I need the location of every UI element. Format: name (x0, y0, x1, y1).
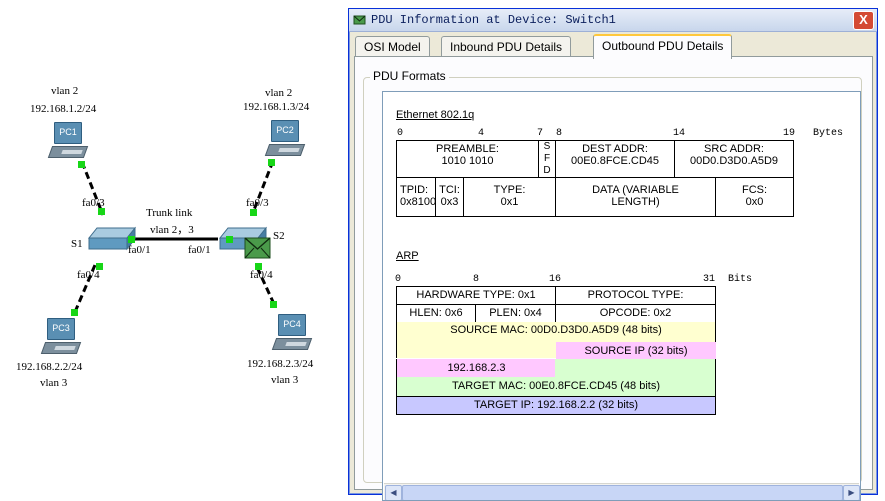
pc2-device[interactable]: PC2 (264, 120, 306, 160)
source-ip-value: 192.168.2.3 (396, 359, 556, 378)
pc2-label: PC2 (276, 125, 294, 135)
pc2-vlan: vlan 2 (265, 87, 293, 99)
protocol-type-field: PROTOCOL TYPE: (555, 286, 716, 305)
title-bar[interactable]: PDU Information at Device: Switch1 X (349, 9, 877, 32)
eth-offset-19: 19 (783, 128, 796, 139)
target-mac-text: TARGET MAC: 00E0.8FCE.CD45 (48 bits) (396, 377, 716, 396)
scroll-right-icon[interactable]: ▶ (843, 485, 860, 500)
link-light-icon (71, 309, 78, 316)
hlen-field: HLEN: 0x6 (396, 304, 476, 323)
s1-port-down: fa0/4 (77, 269, 100, 281)
tab-panel: PDU Formats Ethernet 802.1q 0 4 7 8 14 1… (354, 56, 873, 501)
pc3-vlan: vlan 3 (40, 377, 68, 389)
eth-offset-8: 8 (556, 128, 563, 139)
group-title: PDU Formats (370, 69, 449, 83)
arp-title: ARP (396, 250, 419, 262)
pc4-label: PC4 (283, 319, 301, 329)
trunk-vlans: vlan 2，3 (150, 224, 194, 236)
eth-unit: Bytes (813, 128, 844, 139)
pc1-label: PC1 (59, 127, 77, 137)
arp-offset-0: 0 (395, 274, 402, 285)
link-pc3-s1 (73, 264, 97, 313)
scroll-left-icon[interactable]: ◀ (385, 485, 402, 500)
link-light-icon (98, 208, 105, 215)
preamble-field: PREAMBLE:1010 1010 (396, 140, 539, 178)
s2-port-trunk: fa0/1 (188, 244, 211, 256)
arp-unit: Bits (728, 274, 753, 285)
pc1-ip: 192.168.1.2/24 (30, 103, 97, 115)
tab-osi-model[interactable]: OSI Model (355, 36, 430, 57)
pc3-label: PC3 (52, 323, 70, 333)
pc4-device[interactable]: PC4 (271, 314, 313, 354)
scroll-thumb[interactable] (402, 485, 843, 500)
arp-offset-8: 8 (473, 274, 480, 285)
link-light-icon (128, 236, 135, 243)
pdu-formats-content[interactable]: Ethernet 802.1q 0 4 7 8 14 19 Bytes PREA… (382, 91, 861, 501)
link-light-icon (268, 159, 275, 166)
link-light-icon (270, 301, 277, 308)
app-icon (353, 15, 366, 25)
arp-offset-31: 31 (703, 274, 716, 285)
tab-outbound-pdu-details[interactable]: Outbound PDU Details (593, 34, 733, 59)
source-ip-label: SOURCE IP (32 bits) (556, 342, 716, 360)
tci-field: TCI:0x3 (435, 177, 464, 217)
target-ip-field: TARGET IP: 192.168.2.2 (32 bits) (396, 396, 716, 415)
s2-label: S2 (273, 230, 285, 242)
src-addr-field: SRC ADDR:00D0.D3D0.A5D9 (674, 140, 794, 178)
fcs-field: FCS:0x0 (715, 177, 794, 217)
pc1-device[interactable]: PC1 (47, 122, 89, 162)
eth-offset-14: 14 (673, 128, 686, 139)
link-pc1-s1 (80, 161, 105, 216)
target-mac-field (555, 359, 716, 378)
source-mac-text: SOURCE MAC: 00D0.D3D0.A5D9 (48 bits) (450, 324, 662, 336)
topology-links (73, 160, 276, 313)
pc4-vlan: vlan 3 (271, 374, 299, 386)
link-light-icon (226, 236, 233, 243)
type-field: TYPE:0x1 (463, 177, 556, 217)
link-pc2-s2 (250, 160, 275, 216)
s2-port-up: fa0/3 (246, 197, 269, 209)
ethernet-title: Ethernet 802.1q (396, 109, 475, 121)
envelope-icon[interactable] (244, 237, 271, 259)
switch-s1-icon[interactable] (87, 225, 137, 253)
s1-port-up: fa0/3 (82, 197, 105, 209)
pc4-ip: 192.168.2.3/24 (247, 358, 314, 370)
dest-addr-field: DEST ADDR:00E0.8FCE.CD45 (555, 140, 675, 178)
trunk-label: Trunk link (146, 207, 193, 219)
tab-inbound-pdu-details[interactable]: Inbound PDU Details (441, 36, 572, 57)
eth-offset-4: 4 (478, 128, 485, 139)
eth-offset-0: 0 (397, 128, 404, 139)
horizontal-scrollbar[interactable]: ◀ ▶ (384, 483, 860, 500)
hardware-type-field: HARDWARE TYPE: 0x1 (396, 286, 556, 305)
plen-field: PLEN: 0x4 (475, 304, 556, 323)
pc3-device[interactable]: PC3 (40, 318, 82, 358)
link-light-icon (250, 209, 257, 216)
link-light-icon (255, 263, 262, 270)
tpid-field: TPID:0x8100 (396, 177, 436, 217)
pc1-vlan: vlan 2 (51, 85, 79, 97)
link-light-icon (78, 161, 85, 168)
s1-label: S1 (71, 238, 83, 250)
pc2-ip: 192.168.1.3/24 (243, 101, 310, 113)
opcode-field: OPCODE: 0x2 (555, 304, 716, 323)
close-button[interactable]: X (853, 11, 874, 30)
pdu-info-window: PDU Information at Device: Switch1 X OSI… (348, 8, 878, 501)
s1-port-trunk: fa0/1 (128, 244, 151, 256)
link-light-icon (96, 263, 103, 270)
arp-offset-16: 16 (549, 274, 562, 285)
eth-offset-7: 7 (537, 128, 544, 139)
s2-port-down: fa0/4 (250, 269, 273, 281)
link-pc4-s2 (254, 264, 276, 305)
window-title: PDU Information at Device: Switch1 (371, 13, 616, 27)
pc3-ip: 192.168.2.2/24 (16, 361, 83, 373)
